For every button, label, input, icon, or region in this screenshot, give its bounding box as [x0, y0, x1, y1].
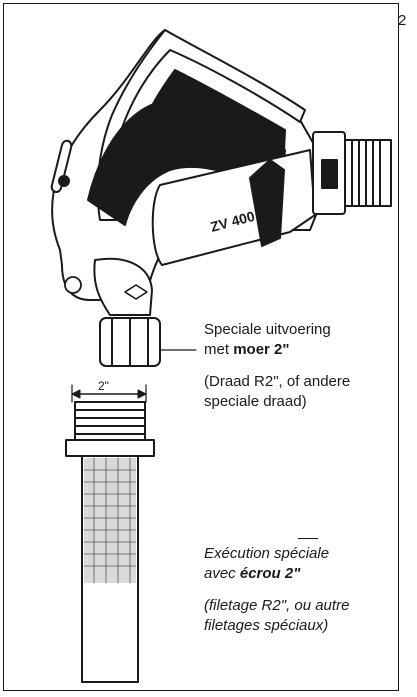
- side-slot: [50, 139, 73, 193]
- handle: [96, 29, 306, 221]
- lever: [87, 98, 286, 226]
- nl-paren2: speciale draad): [204, 393, 307, 410]
- swivel-housing: [93, 257, 153, 316]
- fr-paren2: filetages spéciaux): [204, 617, 329, 634]
- fr-line2-prefix: avec: [204, 565, 240, 582]
- logo-diamond: [124, 284, 148, 300]
- page-frame: [3, 3, 399, 691]
- fr-line2: avec écrou 2": [204, 564, 300, 584]
- divider: [298, 538, 318, 539]
- nl-paren1: (Draad R2", of andere: [204, 373, 351, 390]
- nl-line2-prefix: met: [204, 341, 234, 358]
- nl-line2-bold: moer 2": [233, 341, 290, 358]
- fr-paren1: (filetage R2", ou autre: [204, 597, 350, 614]
- fr-line2-bold: écrou 2": [239, 565, 301, 582]
- thread-insert: [74, 401, 146, 443]
- nl-line2: met moer 2": [204, 340, 290, 360]
- fr-line1: Exécution spéciale: [204, 545, 330, 562]
- nl-line1: Speciale uitvoering: [204, 321, 331, 338]
- page-number: 2: [398, 12, 407, 29]
- trigger: [249, 159, 285, 247]
- indicator-dot: [58, 175, 70, 187]
- knob: [64, 276, 82, 294]
- coupling-window: [321, 159, 338, 189]
- strainer-mesh: [84, 458, 136, 583]
- dimension-label: 2": [98, 379, 109, 393]
- flange: [65, 439, 155, 457]
